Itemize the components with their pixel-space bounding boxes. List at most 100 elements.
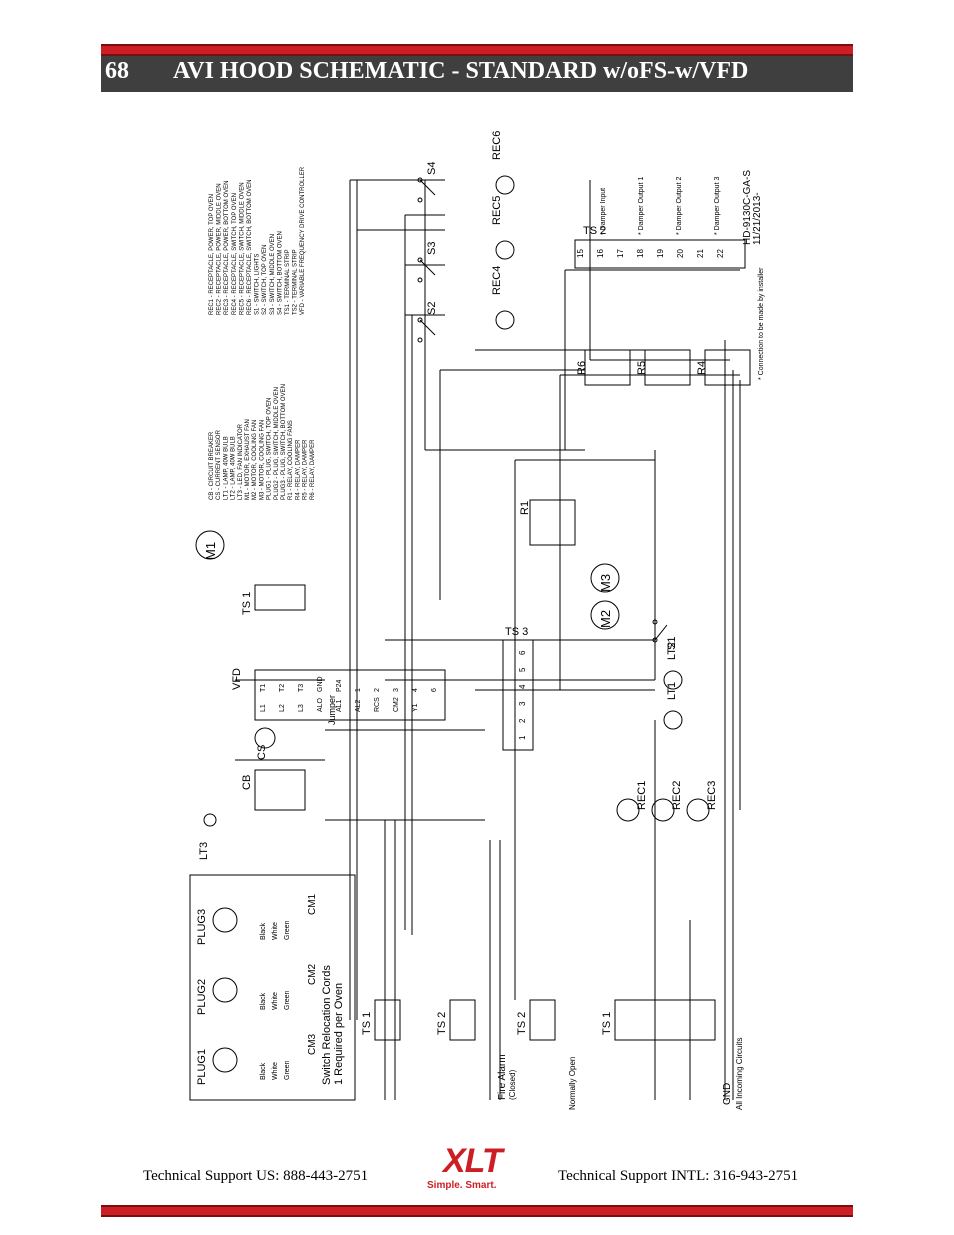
vfd-label: VFD — [231, 668, 243, 690]
legend-left-item: LT3 - LED, FAN INDICATOR — [238, 423, 244, 500]
ts3-terminal: 2 — [518, 718, 527, 723]
relay-r4: R4 — [696, 349, 751, 386]
plug3-label: PLUG3 — [196, 909, 208, 945]
ts1-bottom-label: TS 1 — [361, 1012, 373, 1035]
ts3-terminal: 3 — [518, 701, 527, 706]
hd-date-label: 11/21/2013- — [752, 192, 763, 245]
legend-right-item: S1 - SWITCH, LIGHTS — [255, 254, 261, 315]
fire-alarm-label: Fire Alarm — [497, 1054, 508, 1100]
gnd-label: GND — [722, 1083, 733, 1105]
vfd-terminal: T3 — [298, 684, 305, 692]
rec3-receptacle: REC3 — [686, 781, 718, 822]
legend-left-item: M3 - MOTOR, COOLING FAN — [259, 420, 265, 500]
ts2-top-terminal: 21 — [696, 249, 705, 258]
current-sensor: CS — [254, 727, 276, 760]
cord-color-label: White — [272, 1062, 279, 1080]
vfd-terminal: L1 — [260, 704, 267, 712]
logo-text: XLT — [443, 1142, 503, 1180]
rec2-label: REC2 — [671, 781, 683, 810]
plug1-label: PLUG1 — [196, 1049, 208, 1085]
ts1-top-label: TS 1 — [241, 592, 253, 615]
plug3: PLUG3 CM1 — [196, 893, 318, 945]
cm2-label: CM2 — [307, 963, 318, 985]
damper-label: * Damper Output 1 — [638, 177, 645, 235]
switch-cords-subtitle: 1 Required per Oven — [333, 983, 345, 1085]
switch-s3: S3 — [417, 242, 438, 283]
title-band: 68 AVI HOOD SCHEMATIC - STANDARD w/oFS-w… — [101, 56, 853, 92]
ts2-top-terminal: 15 — [576, 249, 585, 258]
rec4-receptacle: REC4 — [491, 266, 515, 330]
page-number: 68 — [105, 58, 129, 84]
legend-right-item: TS2 - TERMINAL STRIP — [293, 249, 299, 315]
lamp-lt2: LT2 — [663, 642, 683, 690]
legend-right-item: REC5 - RECEPTACLE, SWITCH, MIDDLE OVEN — [239, 182, 245, 315]
m1-label: M1 — [203, 542, 218, 560]
legend-left-item: LT1 - LAMP, 40W BULB — [223, 436, 229, 500]
rec3-label: REC3 — [706, 781, 718, 810]
r5-label: R5 — [636, 361, 648, 375]
ts2-bottom-strip: TS 2 — [436, 999, 476, 1041]
m3-label: M3 — [598, 574, 613, 592]
lt3-label: LT3 — [198, 842, 210, 860]
legend-left-item: R4 - RELAY, DAMPER — [295, 439, 301, 500]
rec4-label: REC4 — [491, 266, 503, 295]
legend-right-item: TS1 - TERMINAL STRIP — [285, 249, 291, 315]
legend-left-item: R1 - RELAY, COOLING FANS — [288, 420, 294, 500]
ts1-bottom-strip: TS 1 — [361, 999, 401, 1041]
legend-right-item: REC3 - RECEPTACLE, POWER, BOTTOM OVEN — [224, 181, 230, 315]
rec5-receptacle: REC5 — [491, 196, 515, 260]
plug2-label: PLUG2 — [196, 979, 208, 1015]
lamp-lt1: LT1 — [663, 682, 683, 730]
switch-cords-title: Switch Relocation Cords — [321, 965, 333, 1085]
bottom-red-bar — [101, 1205, 853, 1217]
legend-left-item: PLUG3 - PLUG, SWITCH, BOTTOM OVEN — [281, 384, 287, 500]
legend-left-item: CS - CURRENT SENSOR — [216, 429, 222, 500]
top-red-bar — [101, 44, 853, 56]
legend-left-item: M1 - MOTOR, EXHAUST FAN — [245, 419, 251, 500]
ts3-label: TS 3 — [505, 626, 528, 638]
m1-motor: M1 — [195, 530, 225, 560]
switch-s2: S2 — [417, 302, 438, 343]
s1-label: S1 — [666, 637, 678, 650]
cb-label: CB — [241, 775, 253, 790]
vfd-terminal: 3 — [393, 688, 400, 692]
rec6-label: REC6 — [491, 131, 503, 160]
wiring-network — [235, 179, 741, 1100]
xlt-logo: XLT Simple. Smart. — [425, 1142, 525, 1192]
vfd-terminal: 4 — [412, 688, 419, 692]
m2-label: M2 — [598, 610, 613, 628]
r4-label: R4 — [696, 361, 708, 375]
damper-label: * Damper Input — [600, 188, 607, 235]
ts3-terminal: 5 — [518, 667, 527, 672]
vfd-terminal: 2 — [374, 688, 381, 692]
rec6-receptacle: REC6 — [491, 131, 515, 195]
plug1: PLUG1 CM3 — [196, 1033, 318, 1085]
vfd-terminal: L3 — [298, 704, 305, 712]
rec2-receptacle: REC2 — [651, 781, 683, 822]
legend-left-item: PLUG1 - PLUG, SWITCH, TOP OVEN — [267, 398, 273, 500]
ts2-top-terminal: 18 — [636, 249, 645, 258]
cord-color-label: White — [272, 922, 279, 940]
s3-label: S3 — [426, 242, 438, 255]
lt2-label: LT2 — [666, 642, 678, 660]
legend-left-item: R5 - RELAY, DAMPER — [303, 439, 309, 500]
fire-alarm-sub: (Closed) — [508, 1069, 517, 1100]
vfd-terminal: CM2 — [393, 697, 400, 712]
ts3-strip: TS 3 — [502, 626, 534, 751]
m2-motor: M2 — [590, 600, 620, 630]
lamp-lt3: LT3 — [198, 813, 217, 860]
cord-color-label: Black — [260, 922, 267, 940]
cord-color-label: White — [272, 992, 279, 1010]
legend-right-item: S3 - SWITCH, MIDDLE OVEN — [270, 234, 276, 315]
gnd-note-label: All Incoming Circuits — [735, 1038, 744, 1110]
legend-right-item: REC6 - RECEPTACLE, SWITCH, BOTTOM OVEN — [247, 180, 253, 315]
ts2-top-terminal: 16 — [596, 249, 605, 258]
ts3-terminal: 1 — [518, 735, 527, 740]
legend-right-item: VFD - VARIABLE FREQUENCY DRIVE CONTROLLE… — [300, 166, 306, 315]
ts1-right-label: TS 1 — [601, 1012, 613, 1035]
s4-label: S4 — [426, 162, 438, 175]
cm1-label: CM1 — [307, 893, 318, 915]
s2-label: S2 — [426, 302, 438, 315]
logo-tagline: Simple. Smart. — [427, 1180, 497, 1191]
